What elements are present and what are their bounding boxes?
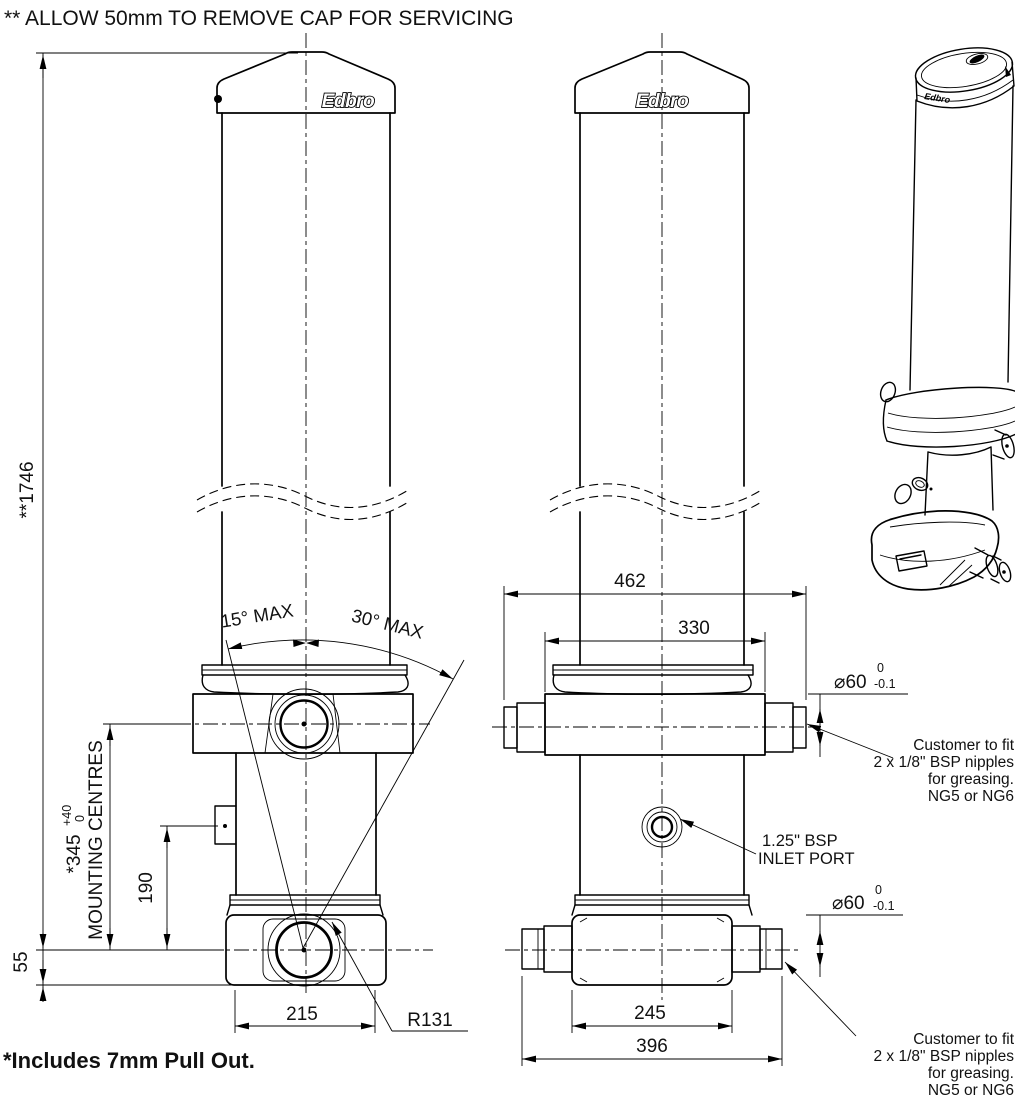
mounting-tab xyxy=(214,805,237,845)
svg-text:INLET PORT: INLET PORT xyxy=(758,850,855,868)
center-lines xyxy=(176,33,815,1000)
svg-text:-0.1: -0.1 xyxy=(874,677,896,691)
dim-r131: R131 xyxy=(331,921,468,1032)
dim-overall-height: **1746 xyxy=(17,52,300,1002)
front-view: Edbro xyxy=(503,51,807,986)
upper-left-pin xyxy=(516,702,546,753)
svg-text:NG5 or NG6: NG5 or NG6 xyxy=(928,1082,1014,1099)
iso-lower-left-nub xyxy=(894,483,912,505)
break-line xyxy=(549,483,764,509)
svg-text:0: 0 xyxy=(877,661,884,675)
lower-trunnion-block xyxy=(225,914,387,986)
svg-text:*345: *345 xyxy=(64,834,85,873)
side-view: Edbro xyxy=(192,51,414,987)
dim-mounting-centres: *345 +40 0 MOUNTING CENTRES xyxy=(36,723,224,951)
inlet-port-callout: 1.25" BSP INLET PORT xyxy=(679,818,855,868)
svg-text:NG5 or NG6: NG5 or NG6 xyxy=(928,788,1014,805)
brand-logo-side: Edbro xyxy=(322,91,374,112)
cap-hole xyxy=(969,54,985,64)
svg-text:462: 462 xyxy=(614,571,646,592)
dim-396: 396 xyxy=(521,976,783,1066)
angle-15-label: 15° MAX xyxy=(219,599,295,631)
iso-upper-right-pin xyxy=(1001,433,1015,459)
brand-logo-iso: Edbro xyxy=(924,91,952,105)
svg-text:245: 245 xyxy=(634,1003,666,1024)
iso-lower-right-pin xyxy=(998,561,1012,583)
svg-text:330: 330 xyxy=(678,618,710,639)
svg-text:Customer to fit: Customer to fit xyxy=(913,1031,1014,1048)
dim-dia60-lower: ⌀60 0 -0.1 xyxy=(806,883,903,977)
svg-text:Customer to fit: Customer to fit xyxy=(913,737,1014,754)
pullout-note: *Includes 7mm Pull Out. xyxy=(3,1048,255,1073)
dim-462: 462 xyxy=(503,571,807,700)
iso-grease-port xyxy=(911,476,929,492)
svg-text:+40: +40 xyxy=(60,805,74,826)
grease-callout-upper: Customer to fit 2 x 1/8" BSP nipples for… xyxy=(806,723,1015,805)
svg-text:**1746: **1746 xyxy=(17,461,38,518)
svg-text:190: 190 xyxy=(136,872,157,904)
upper-right-pin xyxy=(764,702,794,753)
svg-text:for greasing.: for greasing. xyxy=(928,771,1014,788)
tilt-angle-annotation: 15° MAX 30° MAX xyxy=(219,599,465,949)
upper-trunnion-block-front xyxy=(544,693,766,756)
svg-text:⌀60: ⌀60 xyxy=(832,893,865,914)
break-line xyxy=(549,495,764,521)
angle-30-label: 30° MAX xyxy=(350,605,426,643)
svg-text:396: 396 xyxy=(636,1036,668,1057)
iso-upper-left-nub xyxy=(879,381,897,403)
dim-190: 190 xyxy=(136,825,218,950)
svg-text:2 x 1/8" BSP nipples: 2 x 1/8" BSP nipples xyxy=(874,1048,1015,1065)
break-line xyxy=(196,483,411,509)
svg-text:R131: R131 xyxy=(407,1010,452,1031)
iso-bottom-block xyxy=(870,510,1000,591)
brand-logo-front: Edbro xyxy=(636,91,688,112)
grease-callout-lower: Customer to fit 2 x 1/8" BSP nipples for… xyxy=(784,961,1015,1099)
cap-detail-dot xyxy=(214,95,222,103)
svg-text:2 x 1/8" BSP nipples: 2 x 1/8" BSP nipples xyxy=(874,754,1015,771)
upper-trunnion-pin xyxy=(279,699,329,749)
inlet-port xyxy=(650,815,674,839)
svg-text:⌀60: ⌀60 xyxy=(834,672,867,693)
svg-text:0: 0 xyxy=(73,815,87,822)
isometric-view: Edbro xyxy=(870,47,1015,591)
break-line xyxy=(196,495,411,521)
dim-215: 215 xyxy=(234,990,376,1033)
svg-text:for greasing.: for greasing. xyxy=(928,1065,1014,1082)
svg-text:-0.1: -0.1 xyxy=(873,899,895,913)
dim-55: 55 xyxy=(11,933,47,1001)
svg-text:MOUNTING CENTRES: MOUNTING CENTRES xyxy=(86,740,107,940)
lower-left-pin xyxy=(543,925,573,973)
dim-dia60-upper: ⌀60 0 -0.1 xyxy=(808,661,908,757)
svg-text:215: 215 xyxy=(286,1004,318,1025)
svg-text:0: 0 xyxy=(875,883,882,897)
dim-245: 245 xyxy=(571,990,733,1033)
dim-330: 330 xyxy=(544,618,766,692)
svg-text:55: 55 xyxy=(11,951,32,972)
lower-right-pin xyxy=(731,925,761,973)
servicing-note: ** ALLOW 50mm TO REMOVE CAP FOR SERVICIN… xyxy=(4,7,514,30)
lower-trunnion-pin xyxy=(275,921,333,979)
svg-text:1.25" BSP: 1.25" BSP xyxy=(762,832,838,850)
